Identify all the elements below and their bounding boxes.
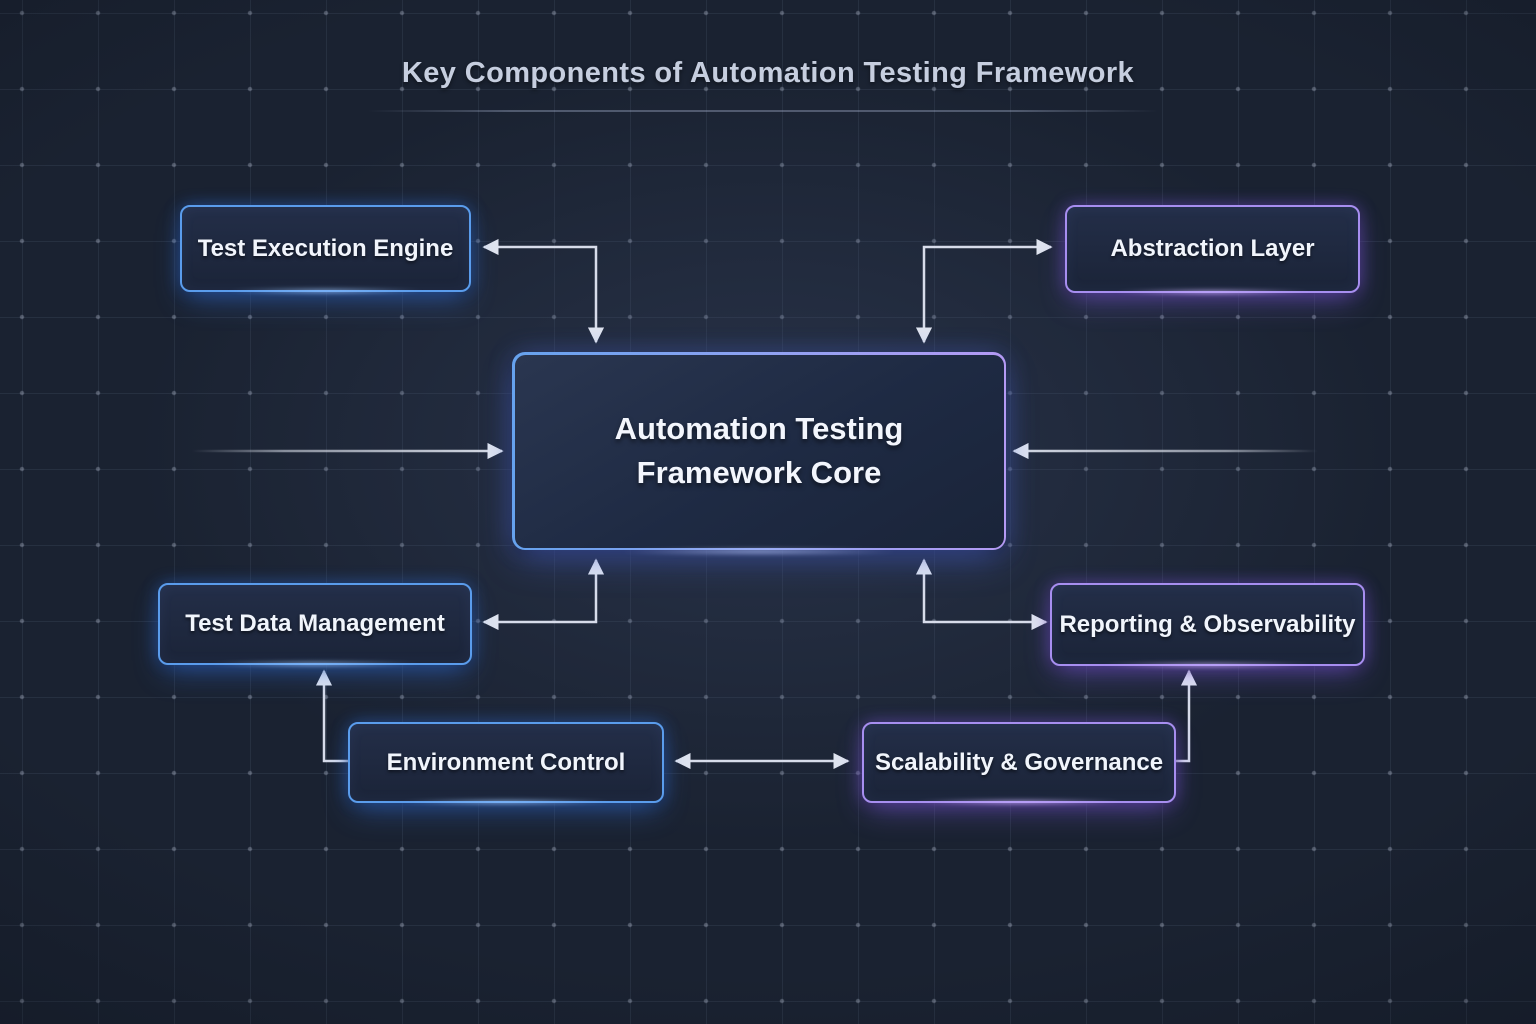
node-environment-control: Environment Control — [348, 722, 664, 803]
core-label-line2: Framework Core — [636, 455, 882, 490]
node-label: Scalability & Governance — [874, 748, 1164, 776]
node-label: Abstraction Layer — [1110, 235, 1315, 262]
core-label-line1: Automation Testing — [614, 410, 904, 446]
node-scalability-governance: Scalability & Governance — [862, 722, 1176, 803]
connector-environment-control-test-data-management — [315, 669, 350, 763]
node-reporting-observability: Reporting & Observability — [1050, 583, 1365, 666]
node-label: Environment Control — [386, 748, 626, 776]
node-automation-testing-framework-core: Automation Testing Framework Core — [512, 352, 1006, 550]
page-title: Key Components of Automation Testing Fra… — [401, 57, 1135, 89]
node-test-data-management: Test Data Management — [158, 583, 472, 665]
title-divider — [368, 110, 1158, 112]
node-test-execution-engine: Test Execution Engine — [180, 205, 471, 292]
connector-core-reporting-observability — [915, 558, 1048, 631]
node-abstraction-layer: Abstraction Layer — [1065, 205, 1360, 293]
connector-core-abstraction-layer — [915, 238, 1053, 344]
connector-scalability-governance-reporting-observability — [1170, 669, 1198, 763]
connector-core-test-execution-engine — [482, 238, 605, 344]
core-box-inner: Automation Testing Framework Core — [514, 354, 1004, 548]
node-label: Test Execution Engine — [197, 234, 454, 262]
node-label: Test Data Management — [185, 610, 445, 637]
node-label: Reporting & Observability — [1059, 610, 1356, 638]
connector-core-test-data-management — [482, 558, 605, 631]
